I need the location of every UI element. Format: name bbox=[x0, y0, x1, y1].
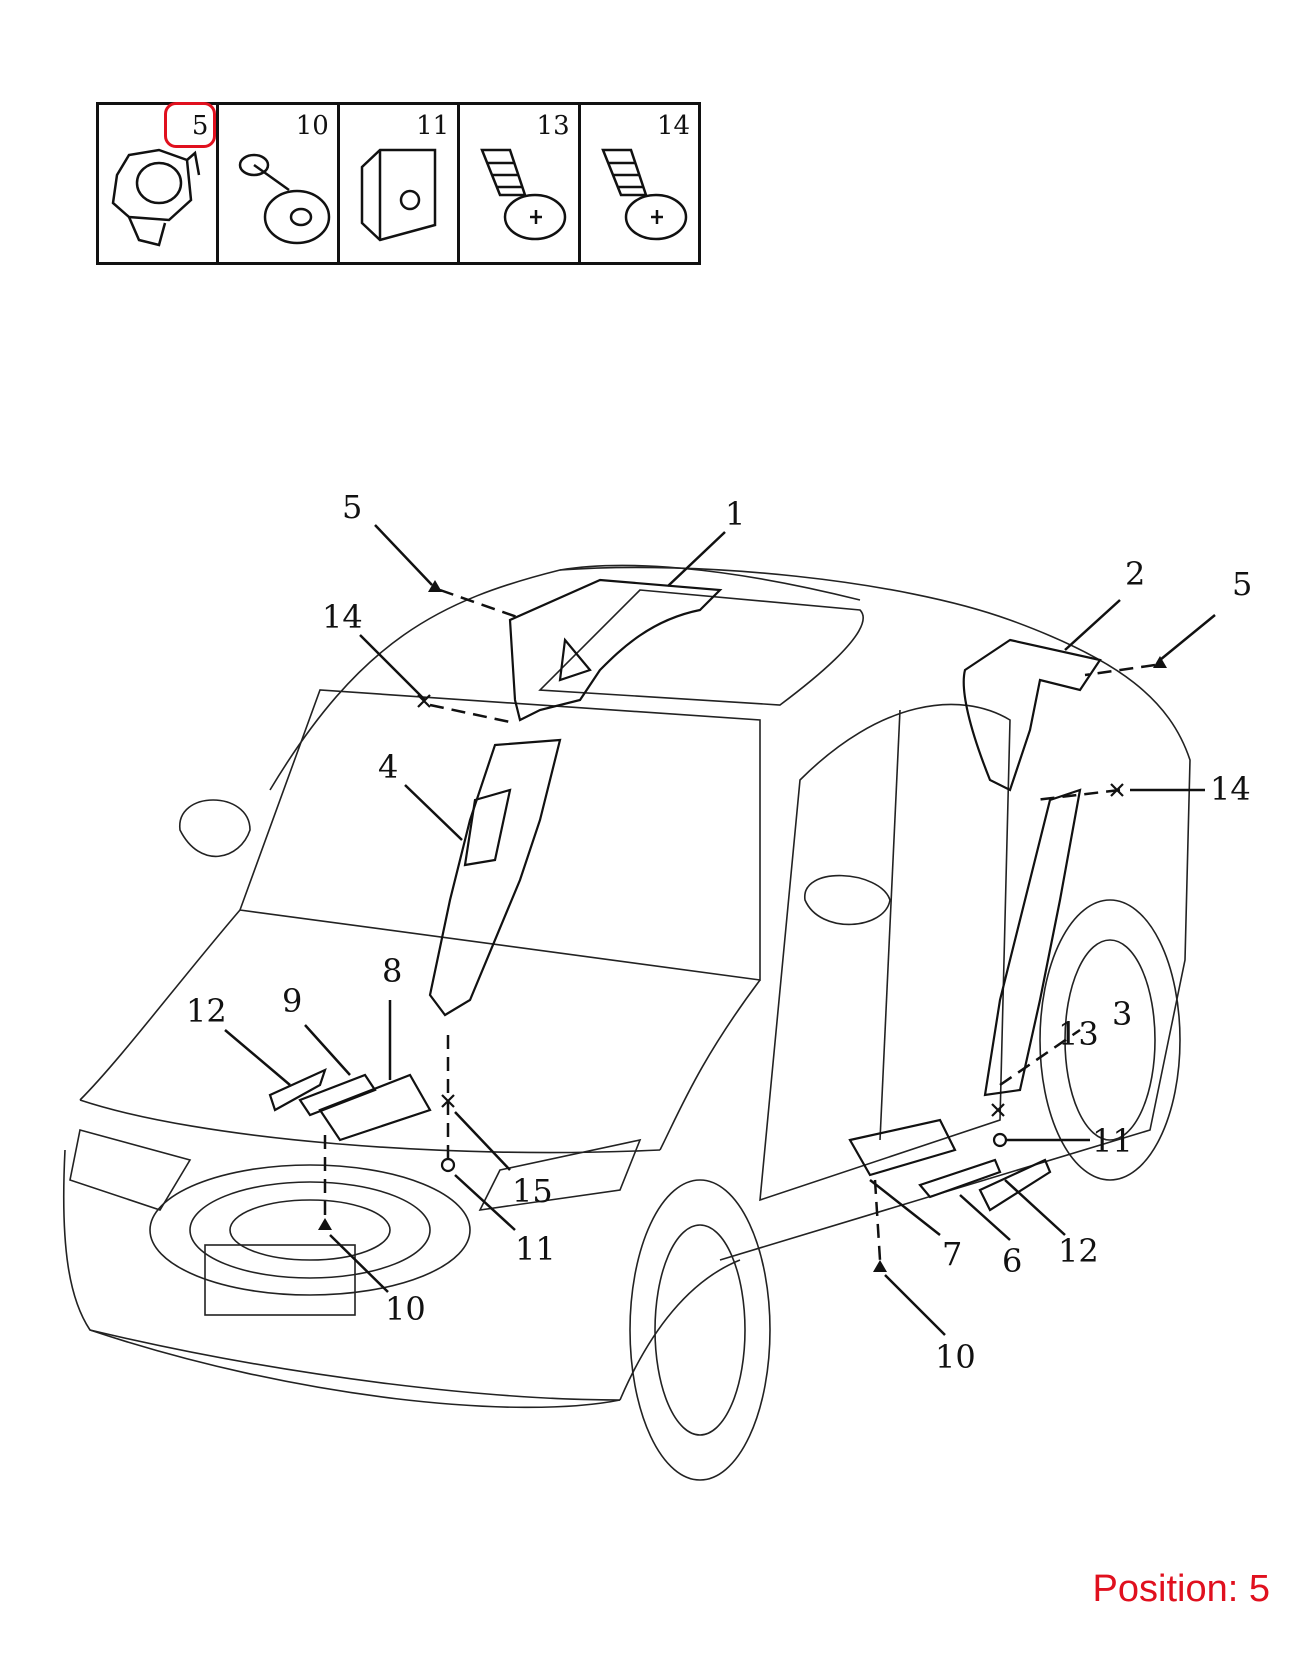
push-pin-clip-icon bbox=[239, 153, 331, 245]
part-4-a-pillar-trim bbox=[428, 738, 562, 1017]
callout-2: 2 bbox=[1125, 555, 1145, 593]
part-7-sill-trim-rear bbox=[848, 1118, 957, 1177]
callout-labels: 5 1 14 4 2 5 14 8 9 12 15 11 10 3 13 11 … bbox=[186, 488, 1252, 1376]
callout-11: 11 bbox=[1092, 1122, 1133, 1160]
fastener-number: 11 bbox=[416, 111, 450, 141]
callout-9: 9 bbox=[282, 982, 302, 1020]
retainer-clip-icon bbox=[111, 148, 201, 247]
part-9-scuff-plate bbox=[298, 1073, 377, 1117]
callout-6: 6 bbox=[1002, 1242, 1022, 1280]
fastener-cell-10[interactable]: 10 bbox=[219, 105, 340, 262]
leader-lines bbox=[224, 524, 1216, 1336]
part-2-c-pillar-trim bbox=[962, 638, 1102, 792]
marker-x bbox=[991, 1103, 1005, 1117]
callout-4: 4 bbox=[378, 748, 398, 786]
marker-triangle bbox=[1153, 656, 1167, 668]
screw-icon bbox=[600, 148, 687, 241]
fastener-number: 5 bbox=[191, 111, 209, 141]
marker-x bbox=[1110, 783, 1124, 797]
marker-x bbox=[441, 1094, 455, 1108]
position-label: Position: 5 bbox=[1092, 1568, 1270, 1610]
car-outline bbox=[62, 564, 1191, 1481]
callout-7: 7 bbox=[942, 1235, 962, 1273]
callout-13: 13 bbox=[1058, 1015, 1099, 1053]
fastener-cell-14[interactable]: 14 bbox=[581, 105, 698, 262]
part-1-headliner-trim bbox=[508, 578, 723, 722]
marker-x bbox=[417, 694, 431, 708]
fastener-cell-13[interactable]: 13 bbox=[460, 105, 581, 262]
callout-14: 14 bbox=[1210, 770, 1251, 808]
part-6-scuff-plate-rear bbox=[918, 1158, 1002, 1199]
callout-12: 12 bbox=[1058, 1232, 1099, 1270]
fastener-symbols bbox=[417, 694, 1124, 1173]
trim-parts bbox=[268, 578, 1102, 1212]
marker-triangle bbox=[428, 580, 442, 592]
part-12-sill-trim-front bbox=[268, 1067, 327, 1112]
callout-10: 10 bbox=[935, 1338, 976, 1376]
fastener-number: 14 bbox=[656, 111, 691, 141]
callout-5: 5 bbox=[342, 488, 362, 526]
callout-14: 14 bbox=[322, 598, 363, 636]
marker-circle bbox=[992, 1132, 1008, 1148]
callout-11: 11 bbox=[515, 1230, 556, 1268]
selected-position-highlight bbox=[164, 102, 216, 148]
part-12-sill-trim-rear bbox=[978, 1158, 1052, 1212]
fastener-number: 10 bbox=[295, 111, 329, 141]
marker-triangle bbox=[873, 1260, 887, 1272]
part-3-b-pillar-trim bbox=[983, 788, 1082, 1097]
part-8-kick-panel bbox=[318, 1073, 432, 1142]
fastener-cell-11[interactable]: 11 bbox=[340, 105, 461, 262]
fastener-markers bbox=[318, 580, 1167, 1272]
callout-10: 10 bbox=[385, 1290, 426, 1328]
callout-15: 15 bbox=[512, 1172, 553, 1210]
callout-1: 1 bbox=[725, 495, 745, 533]
square-nut-clip-icon bbox=[360, 148, 437, 242]
callout-3: 3 bbox=[1112, 995, 1132, 1033]
marker-triangle bbox=[318, 1218, 332, 1230]
marker-circle bbox=[440, 1157, 456, 1173]
fastener-cell-5[interactable]: 5 bbox=[99, 105, 220, 262]
callout-5: 5 bbox=[1232, 565, 1252, 603]
callout-8: 8 bbox=[382, 952, 402, 990]
fastener-legend: 5 10 11 bbox=[96, 102, 701, 265]
screw-icon bbox=[480, 148, 567, 241]
fastener-number: 13 bbox=[536, 111, 570, 141]
callout-12: 12 bbox=[186, 992, 227, 1030]
